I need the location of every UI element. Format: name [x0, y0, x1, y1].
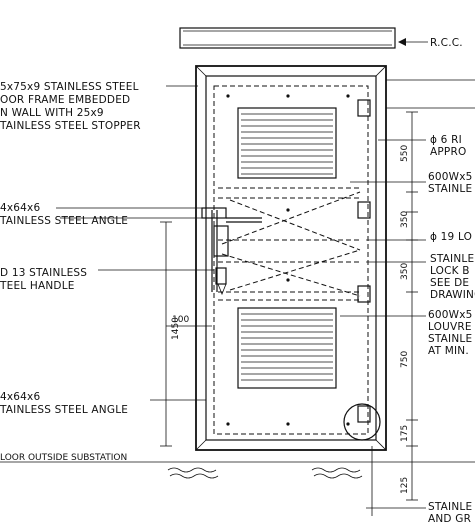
- angle-bot-label-1: 4x64x6: [0, 391, 40, 403]
- floor-hatch: [167, 467, 363, 479]
- plate-label-2: STAINLE: [428, 183, 472, 195]
- frame-label-1: 5x75x9 STAINLESS STEEL: [0, 81, 139, 93]
- lock-label-2: LOCK B: [430, 265, 470, 277]
- detail-circle: [343, 403, 381, 441]
- dim-100: 100: [172, 315, 189, 325]
- rivet-label-2: APPRO: [430, 146, 466, 158]
- frame-label-2: OOR FRAME EMBEDDED: [0, 94, 130, 106]
- lock-mechanism: [201, 207, 262, 296]
- upper-louvre: [237, 107, 337, 179]
- lock-rod-label: ϕ 19 LO: [430, 231, 472, 243]
- dim-750: 750: [400, 351, 410, 368]
- handle-label-1: D 13 STAINLESS: [0, 267, 87, 279]
- lower-louvre: [237, 307, 337, 389]
- bottom-label-2: AND GR: [428, 513, 471, 524]
- lock-label-3: SEE DE: [430, 277, 469, 289]
- lock-label-4: DRAWING: [430, 289, 475, 301]
- louvre-label-4: AT MIN.: [428, 345, 469, 357]
- bracing: [218, 187, 362, 301]
- frame-label-4: TAINLESS STEEL STOPPER: [0, 120, 141, 132]
- angle-top-label-2: TAINLESS STEEL ANGLE: [0, 215, 128, 227]
- rivet-label-1: ϕ 6 RI: [430, 134, 462, 146]
- door-leaf-outline: [213, 85, 369, 435]
- rcc-label: R.C.C.: [430, 37, 463, 49]
- angle-bot-label-2: TAINLESS STEEL ANGLE: [0, 404, 128, 416]
- dim-1450: 1450: [171, 317, 181, 340]
- louvre-label-2: LOUVRE: [428, 321, 472, 333]
- door-frame-inner: [205, 75, 377, 441]
- bottom-label-1: STAINLE: [428, 501, 472, 513]
- angle-top-label-1: 4x64x6: [0, 202, 40, 214]
- louvre-label-3: STAINLE: [428, 333, 472, 345]
- plate-label-1: 600Wx5: [428, 171, 473, 183]
- louvre-label-1: 600Wx5: [428, 309, 473, 321]
- frame-label-3: N WALL WITH 25x9: [0, 107, 104, 119]
- lock-label-1: STAINLE: [430, 253, 474, 265]
- rcc-lintel: [179, 27, 396, 49]
- dim-550: 550: [400, 145, 410, 162]
- dim-350a: 350: [400, 211, 410, 228]
- dim-125: 125: [400, 477, 410, 494]
- handle-label-2: TEEL HANDLE: [0, 280, 75, 292]
- rivets: [226, 94, 350, 426]
- dim-350b: 350: [400, 263, 410, 280]
- door-frame-outer: [195, 65, 387, 451]
- hinges: [343, 99, 381, 441]
- dim-175: 175: [400, 425, 410, 442]
- floor-label: LOOR OUTSIDE SUBSTATION: [0, 453, 127, 463]
